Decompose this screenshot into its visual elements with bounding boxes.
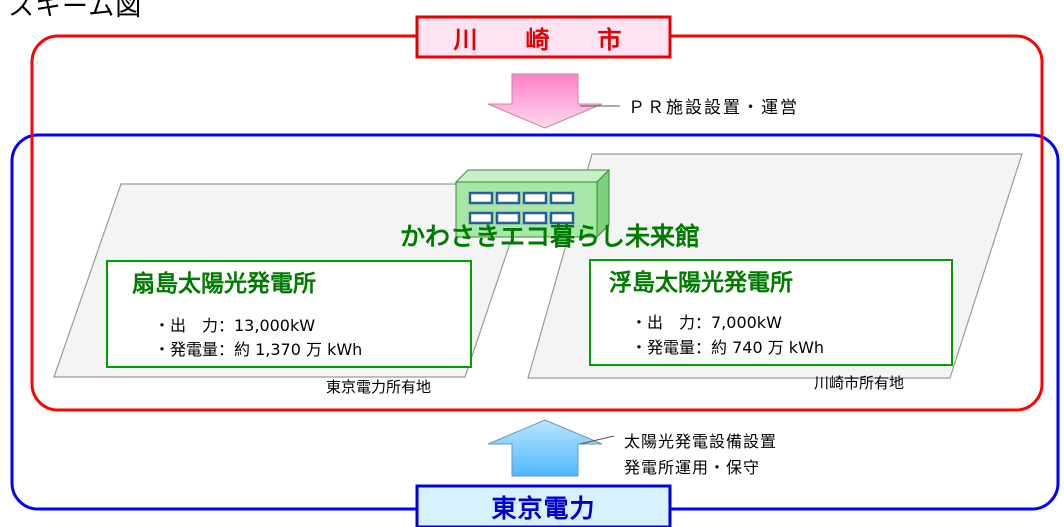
ogishima-land-label: 東京電力所有地 xyxy=(326,378,432,396)
city-title-box xyxy=(415,15,672,59)
plant-output: ・出 力：7,000kW xyxy=(631,313,782,332)
ukishima-plant-box: 浮島太陽光発電所 ・出 力：7,000kW ・発電量：約 740 万 kWh xyxy=(589,259,953,366)
tepco-arrow-leader xyxy=(579,435,615,445)
page-heading: スキーム図 xyxy=(8,0,143,22)
plant-name: 浮島太陽光発電所 xyxy=(609,270,793,296)
tepco-arrow xyxy=(487,419,603,477)
tepco-title-box xyxy=(415,484,672,527)
ogishima-plant-box: 扇島太陽光発電所 ・出 力：13,000kW ・発電量：約 1,370 万 kW… xyxy=(106,260,472,368)
tepco-title: 東京電力 xyxy=(491,493,596,523)
plant-output: ・出 力：13,000kW xyxy=(154,316,316,335)
facility-name: かわさきエコ暮らし未来館 xyxy=(399,222,700,251)
plant-name: 扇島太陽光発電所 xyxy=(132,271,316,297)
pr-arrow xyxy=(487,73,603,129)
ukishima-land-label: 川崎市所有地 xyxy=(814,374,905,392)
plant-generation: ・発電量：約 1,370 万 kWh xyxy=(154,340,363,359)
building-icon xyxy=(454,168,611,239)
city-role-label: ＰＲ施設設置・運営 xyxy=(628,98,799,118)
tepco-role-line2: 発電所運用・保守 xyxy=(624,458,761,477)
tepco-role-line1: 太陽光発電設備設置 xyxy=(624,432,778,451)
city-title: 川 崎 市 xyxy=(453,25,634,54)
plant-generation: ・発電量：約 740 万 kWh xyxy=(631,338,825,357)
